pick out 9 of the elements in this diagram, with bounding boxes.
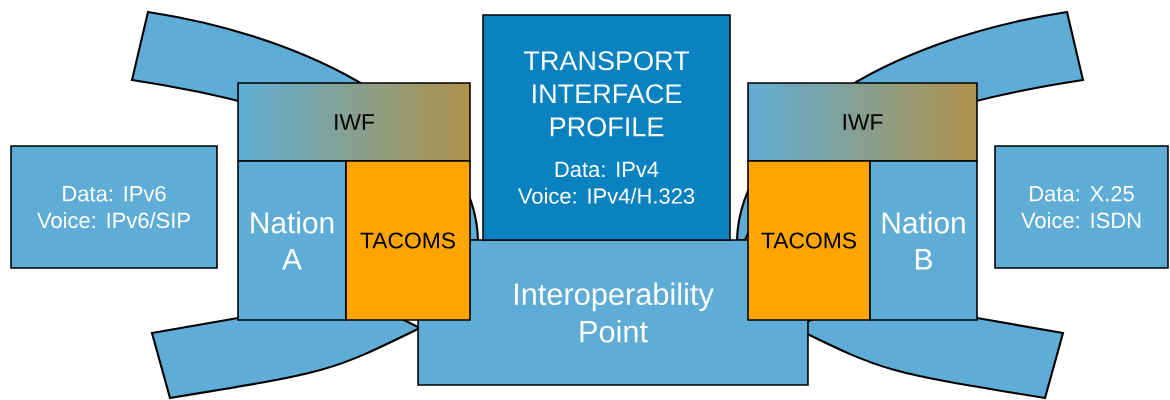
data-box: Data: X.25 Voice: ISDN [994, 145, 1169, 269]
data-box: Data: IPv6 Voice: IPv6/SIP [10, 145, 218, 269]
profile-box: TRANSPORT INTERFACE PROFILE Data: IPv4 Voice: IPv4/H.323 [482, 14, 731, 241]
iwf-box: IWF [237, 82, 471, 162]
tacoms-box: TACOMS [345, 160, 471, 321]
tacoms-box: TACOMS [747, 160, 871, 321]
iwf-box: IWF [747, 82, 978, 162]
nation-box: Nation B [869, 160, 978, 321]
nation-box: Nation A [237, 160, 347, 321]
